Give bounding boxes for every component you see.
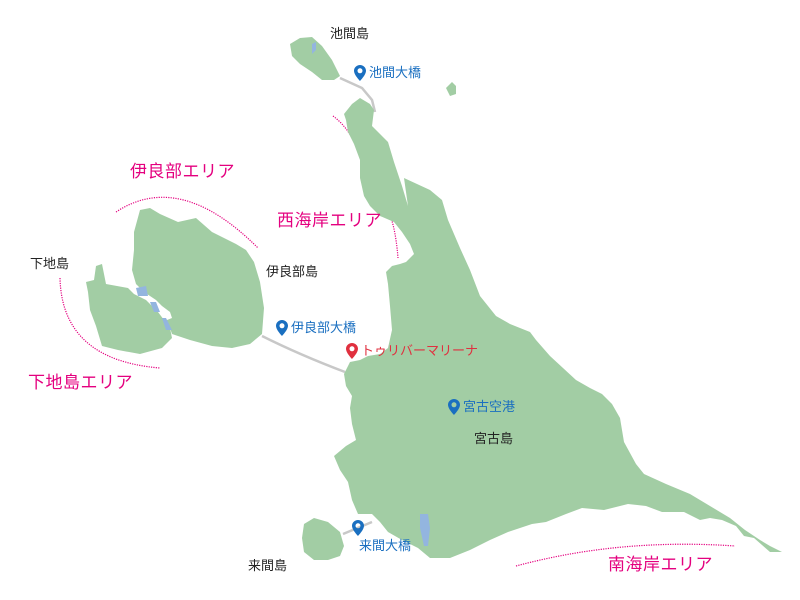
ikema-pond [312, 42, 316, 54]
poi-label: 伊良部大橋 [291, 320, 357, 336]
map-pin-icon [354, 65, 366, 81]
area-label-west-coast[interactable]: 西海岸エリア [277, 211, 382, 231]
poi-label: 来間大橋 [359, 539, 412, 554]
irabu-bridge-line [261, 334, 346, 374]
miyako-island [334, 98, 782, 558]
kurima-island [302, 518, 344, 560]
ikema-bridge-line [339, 76, 377, 113]
area-label-south-coast[interactable]: 南海岸エリア [608, 555, 713, 575]
land [86, 37, 782, 560]
islet-east [446, 82, 456, 96]
map-pin-icon [448, 399, 460, 415]
poi-miyako-airport[interactable]: 宮古空港 [448, 399, 515, 415]
south-coast-area-arc [515, 543, 736, 567]
poi-label: 池間大橋 [369, 65, 422, 81]
bridges [261, 76, 377, 536]
map-pin-icon [276, 320, 288, 336]
shimoji-area-arc [59, 277, 161, 369]
island-label-shimoji: 下地島 [30, 257, 70, 272]
poi-label: 宮古空港 [463, 399, 516, 415]
miyako-pond [420, 514, 430, 546]
island-label-ikema: 池間島 [330, 27, 370, 42]
island-label-kurima: 来間島 [248, 559, 288, 574]
poi-ikema-bridge[interactable]: 池間大橋 [354, 65, 421, 81]
area-label-shimoji[interactable]: 下地島エリア [28, 373, 133, 393]
map-pin-icon [346, 343, 358, 359]
irabu-area-arc [115, 196, 259, 249]
area-label-irabu[interactable]: 伊良部エリア [130, 162, 235, 182]
ikema-island [290, 37, 340, 80]
irabu-waterway [136, 286, 172, 330]
poi-toriba-marina[interactable]: トゥリバーマリーナ [346, 343, 478, 359]
map-pin-icon [352, 520, 364, 536]
kurima-bridge-line [342, 520, 373, 536]
shimoji-island [86, 264, 172, 354]
island-label-irabu: 伊良部島 [266, 265, 319, 280]
poi-kurima-bridge[interactable]: 来間大橋 [359, 540, 411, 553]
poi-label: トゥリバーマリーナ [361, 343, 479, 359]
island-label-miyako: 宮古島 [474, 432, 514, 447]
poi-kurima-bridge-pin[interactable] [352, 520, 364, 536]
poi-irabu-bridge[interactable]: 伊良部大橋 [276, 320, 356, 336]
water [136, 42, 430, 546]
irabu-island [132, 208, 264, 348]
